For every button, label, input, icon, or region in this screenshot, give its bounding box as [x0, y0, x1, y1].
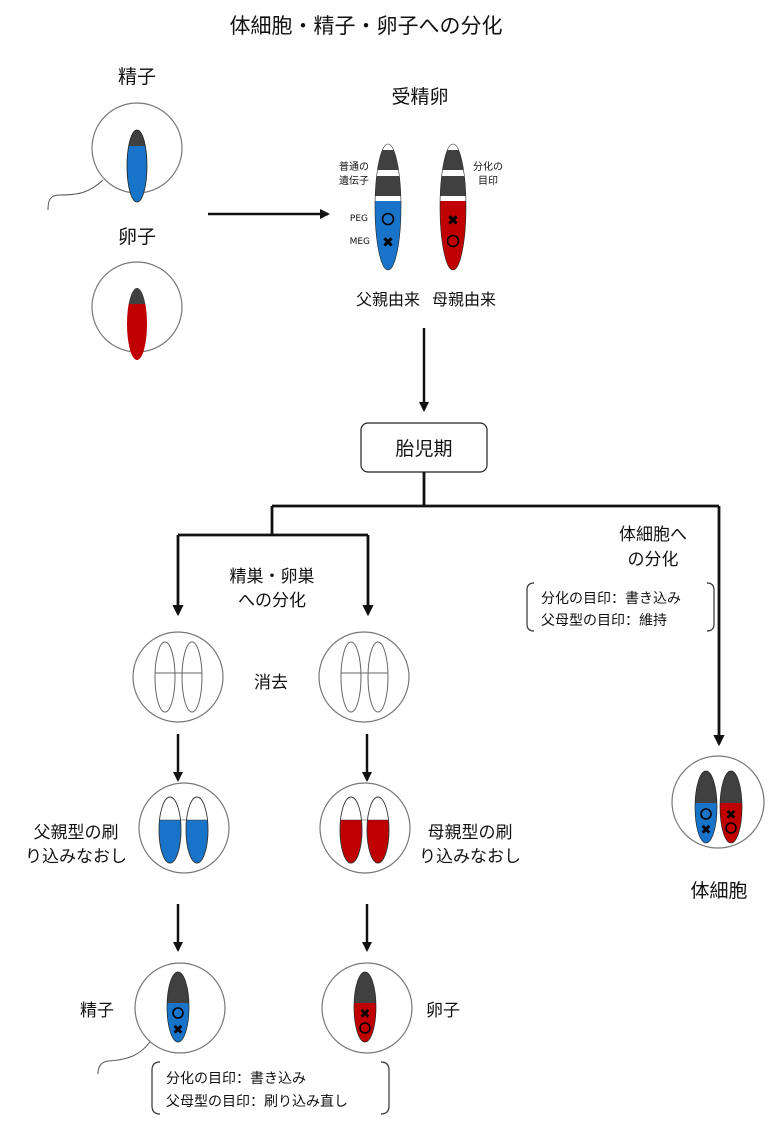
somatic-cell: ✖ ✖: [671, 755, 765, 849]
paternal-silenced-cross-icon: ✖: [701, 823, 712, 838]
final-egg-cell: ✖: [321, 962, 413, 1054]
sperm-cell: [47, 102, 183, 211]
paternal-reimprint-label-line2: り込みなおし: [25, 847, 127, 867]
paternal-reimprint-label-line1: 父親型の刷: [34, 823, 119, 843]
paternal-active-circle-icon: [700, 808, 712, 820]
silenced-cross-icon: ✖: [173, 1023, 184, 1038]
sperm-tail: [47, 179, 104, 211]
somatic-note-line1: 分化の目印：書き込み: [541, 591, 681, 607]
egg-label: 卵子: [118, 226, 156, 248]
reimprint-paternal-cell: [138, 782, 230, 874]
somatic-branch-label-line1: 体細胞へ: [619, 525, 687, 545]
germline-note-line2: 父母型の目印：刷り込み直し: [166, 1093, 348, 1110]
maternal-active-circle-icon: [725, 822, 737, 834]
final-sperm-label: 精子: [80, 1001, 114, 1021]
meg-label: MEG: [350, 237, 370, 247]
zygote-maternal-chromosome: ✖: [439, 143, 467, 271]
zygote-label: 受精卵: [391, 86, 448, 108]
active-circle-icon: [172, 1007, 184, 1019]
mark-label-line1: 分化の: [473, 160, 503, 173]
sperm-tail: [97, 1041, 151, 1075]
paternal-origin-label: 父親由来: [356, 290, 420, 309]
somatic-note-line2: 父母型の目印：維持: [541, 613, 667, 629]
fetal-period-label: 胎児期: [395, 438, 452, 460]
maternal-origin-label: 母親由来: [432, 290, 496, 309]
normal-gene-label-line1: 普通の: [339, 160, 369, 173]
erased-cell-testis: [132, 631, 224, 723]
erasure-label: 消去: [254, 673, 288, 693]
reimprint-maternal-cell: [319, 782, 411, 874]
zygote-paternal-chromosome: ✖: [374, 143, 402, 271]
erased-cell-ovary: [318, 631, 410, 723]
germline-note: 分化の目印：書き込み 父母型の目印：刷り込み直し: [151, 1061, 390, 1115]
egg-cell: [91, 261, 183, 360]
peg-silenced-cross-icon: ✖: [447, 213, 459, 229]
fetal-period-box: 胎児期: [360, 422, 488, 473]
somatic-branch-label-line2: の分化: [628, 550, 679, 570]
mark-label-line2: 目印: [478, 175, 498, 187]
final-egg-label: 卵子: [426, 1001, 460, 1021]
diagram-title: 体細胞・精子・卵子への分化: [230, 14, 503, 38]
somatic-cell-label: 体細胞: [690, 880, 747, 902]
active-circle-icon: [359, 1022, 371, 1034]
silenced-cross-icon: ✖: [360, 1007, 371, 1022]
germline-note-line1: 分化の目印：書き込み: [166, 1071, 306, 1087]
peg-active-circle-icon: [381, 212, 395, 226]
germline-branch-label-line2: への分化: [238, 591, 306, 611]
meg-silenced-cross-icon: ✖: [382, 235, 394, 251]
somatic-note: 分化の目印：書き込み 父母型の目印：維持: [526, 582, 715, 632]
branch-connectors: [178, 472, 719, 537]
maternal-reimprint-label-line1: 母親型の刷: [428, 823, 513, 843]
normal-gene-label-line2: 遺伝子: [339, 174, 369, 187]
peg-label: PEG: [350, 214, 368, 224]
meg-active-circle-icon: [446, 234, 460, 248]
final-sperm-cell: ✖: [97, 962, 226, 1075]
maternal-silenced-cross-icon: ✖: [726, 808, 737, 823]
maternal-reimprint-label-line2: り込みなおし: [419, 847, 521, 867]
germline-branch-label-line1: 精巣・卵巣: [230, 567, 315, 587]
sperm-label: 精子: [118, 66, 156, 88]
